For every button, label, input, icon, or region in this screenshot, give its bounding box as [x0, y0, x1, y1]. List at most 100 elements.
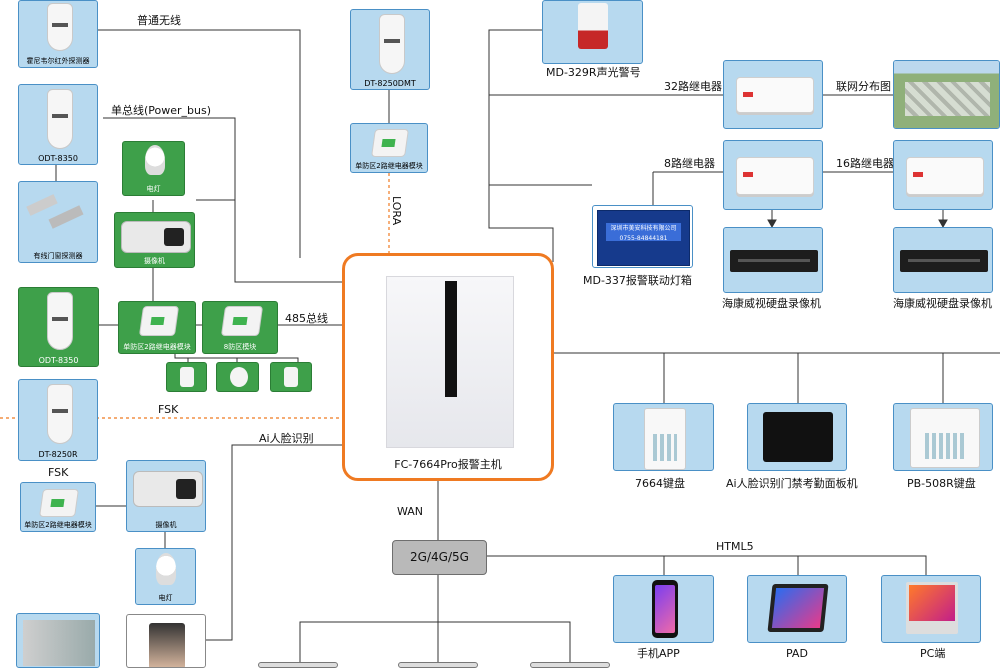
relay16-box: [893, 140, 993, 210]
alarm-lightbox-icon: 深圳市美安科技有限公司 0755-84844181: [597, 210, 690, 266]
bottom-node-3: [530, 662, 610, 668]
bullet-camera-icon: [133, 471, 203, 507]
relay-controller-icon: [736, 77, 814, 113]
lamp1-caption: 电灯: [146, 185, 161, 193]
sensor-small-2: [216, 362, 259, 392]
module-lora-caption: 单防区2路继电器模块: [355, 162, 423, 170]
facepanel-caption: Ai人脸识别门禁考勤面板机: [726, 477, 858, 490]
lamp1-box: 电灯: [122, 141, 185, 196]
sensor-small-3: [270, 362, 312, 392]
light-bulb-icon: [156, 553, 176, 585]
lamp2-caption: 电灯: [158, 594, 173, 602]
module-lora-box: 单防区2路继电器模块: [350, 123, 428, 173]
lightbox-box: 深圳市美安科技有限公司 0755-84844181: [592, 205, 693, 268]
odt8350-caption-b: ODT-8350: [38, 356, 79, 365]
keypad508-caption: PB-508R键盘: [907, 477, 976, 490]
dt8250dmt-detector-icon: [379, 14, 405, 74]
fsk-label: FSK: [158, 403, 179, 416]
relay-module-icon: [39, 489, 79, 517]
relay-module-icon: [371, 129, 409, 157]
turnstile-box: [16, 613, 100, 668]
dual-tech-detector-icon: [47, 89, 73, 149]
phone-box: [613, 575, 714, 643]
html5-label: HTML5: [716, 540, 754, 553]
dt8250dmt-caption: DT-8250DMT: [364, 79, 416, 88]
lora-label: LORA: [390, 196, 403, 226]
keypad-icon: [910, 408, 980, 468]
wireless-label: 普通无线: [137, 14, 181, 27]
tablet-icon: [767, 584, 829, 632]
relay-module-icon: [138, 306, 180, 336]
face-terminal-box: [126, 614, 206, 668]
siren-caption: MD-329R声光警号: [546, 66, 641, 79]
camera1-box: 摄像机: [114, 212, 195, 268]
relay16-label: 16路继电器: [836, 157, 894, 170]
relay32-label: 32路继电器: [664, 80, 722, 93]
phone-caption: 手机APP: [637, 647, 680, 660]
module-8zone-caption: 8防区模块: [223, 343, 257, 351]
pc-box: [881, 575, 981, 643]
face-recognition-label: Ai人脸识别: [259, 432, 314, 445]
keypad-icon: [644, 408, 686, 470]
door-detector-caption: 有线门窗探测器: [33, 252, 83, 260]
nvr2-caption: 海康威视硬盘录像机: [893, 297, 992, 310]
camera2-caption: 摄像机: [155, 521, 177, 529]
keypad508-box: [893, 403, 993, 471]
nvr-recorder-icon: [900, 250, 988, 272]
face-terminal-icon: [149, 623, 185, 667]
camera2-box: 摄像机: [126, 460, 206, 532]
fsk-label-2: FSK: [48, 466, 69, 479]
lightbox-caption: MD-337报警联动灯箱: [583, 274, 692, 287]
touch-panel-icon: [763, 412, 833, 462]
relay-controller-icon: [736, 157, 814, 195]
siren-icon: [578, 3, 608, 49]
siren-box: [542, 0, 643, 64]
bus-label: 单总线(Power_bus): [111, 104, 212, 117]
turnstile-gate-icon: [23, 620, 95, 666]
pad-box: [747, 575, 847, 643]
keypad7664-box: [613, 403, 714, 471]
module-2relay-a-box: 单防区2路继电器模块: [118, 301, 196, 354]
door-sensor-icon: [26, 194, 58, 216]
odt8350-caption-a: ODT-8350: [38, 154, 78, 163]
dual-tech-detector-icon: [47, 292, 73, 350]
keypad7664-caption: 7664键盘: [635, 477, 685, 490]
door-detector-box: 有线门窗探测器: [18, 181, 98, 263]
small-sensor-icon: [180, 367, 194, 387]
module-2relay-b-box: 单防区2路继电器模块: [20, 482, 96, 532]
nvr2-box: [893, 227, 993, 293]
lamp2-box: 电灯: [135, 548, 196, 605]
module-2relay-a-caption: 单防区2路继电器模块: [123, 343, 191, 351]
facepanel-box: [747, 403, 847, 471]
light-bulb-icon: [145, 145, 165, 175]
dt8250r-caption: DT-8250R: [38, 450, 78, 459]
rs485-label: 485总线: [285, 312, 328, 325]
lightbox-phone: 0755-84844181: [619, 235, 668, 242]
desktop-monitor-icon: [906, 582, 958, 634]
module-8zone-box: 8防区模块: [202, 301, 278, 354]
camera1-caption: 摄像机: [144, 257, 165, 265]
odt8350-box-b: ODT-8350: [18, 287, 99, 367]
nvr1-box: [723, 227, 823, 293]
small-sensor-icon: [284, 367, 298, 387]
pc-caption: PC端: [920, 647, 946, 660]
map-box: [893, 60, 1000, 129]
pir-detector-icon: [47, 3, 73, 51]
dt8250r-detector-icon: [47, 384, 73, 444]
honeywell-ir-detector-box: 霍尼韦尔红外探测器: [18, 0, 98, 68]
odt8350-box-a: ODT-8350: [18, 84, 98, 165]
relay8-box: [723, 140, 823, 210]
smartphone-icon: [652, 580, 678, 638]
bottom-node-2: [398, 662, 478, 668]
door-magnet-icon: [48, 205, 84, 229]
lightbox-company: 深圳市美安科技有限公司: [610, 225, 677, 232]
dt8250r-box: DT-8250R: [18, 379, 98, 461]
mobile-network-node: 2G/4G/5G: [392, 540, 487, 575]
zone-module-icon: [220, 306, 264, 336]
wan-label: WAN: [397, 505, 424, 518]
sensor-small-1: [166, 362, 207, 392]
smoke-sensor-icon: [230, 367, 248, 387]
honeywell-ir-caption: 霍尼韦尔红外探测器: [26, 57, 90, 65]
bullet-camera-icon: [121, 221, 191, 253]
dt8250dmt-box: DT-8250DMT: [350, 9, 430, 90]
